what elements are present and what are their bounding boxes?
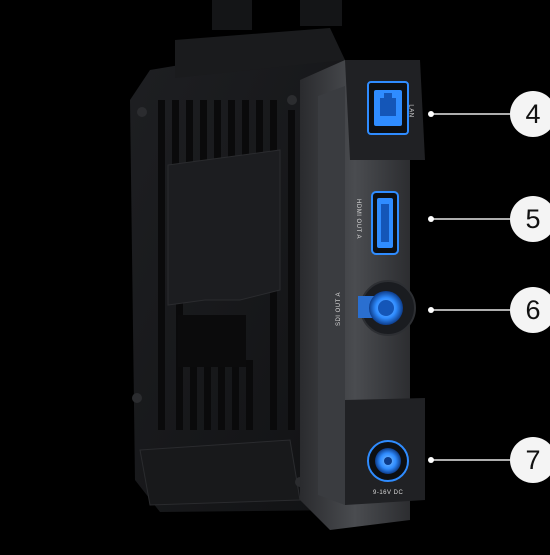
dc-label: 9-16V DC bbox=[373, 490, 404, 496]
dc-power-port bbox=[367, 440, 409, 482]
sdi-label: SDI OUT A bbox=[336, 291, 343, 327]
lan-label: LAN bbox=[407, 104, 414, 118]
hdmi-label: HDMI OUT A bbox=[354, 199, 361, 239]
v-mount-plate bbox=[167, 149, 281, 306]
v-mount-slot bbox=[178, 315, 246, 367]
hdmi-port bbox=[371, 191, 399, 255]
callout-badge-6: 6 bbox=[510, 287, 550, 333]
bottom-clip bbox=[139, 439, 301, 506]
back-plate bbox=[130, 28, 345, 512]
callout-lines bbox=[428, 111, 510, 463]
callout-badge-7: 7 bbox=[510, 437, 550, 483]
lan-port bbox=[367, 81, 409, 135]
top-antenna-stubs bbox=[212, 0, 342, 30]
callout-badge-5: 5 bbox=[510, 196, 550, 242]
callout-badge-4: 4 bbox=[510, 91, 550, 137]
side-panel bbox=[300, 60, 425, 530]
sdi-bnc-connector bbox=[358, 280, 416, 336]
